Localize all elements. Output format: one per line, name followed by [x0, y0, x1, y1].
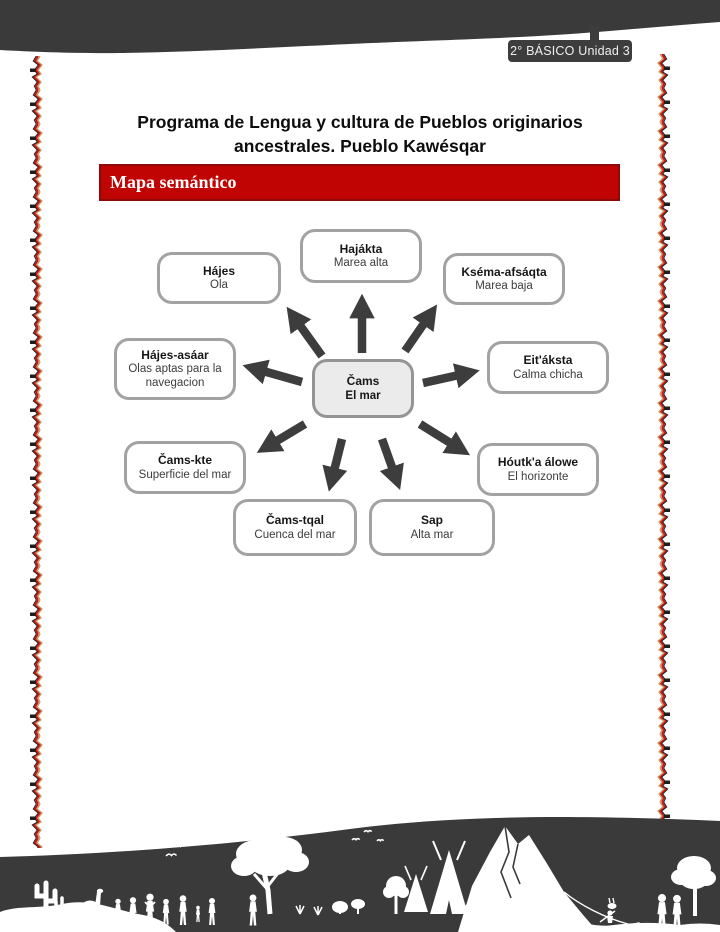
node-translation: Calma chicha [513, 368, 583, 381]
badge-connector [590, 26, 599, 44]
node-eitaksta: Eit'áksta Calma chicha [487, 341, 609, 394]
cactus-small-icon [54, 896, 64, 916]
arrow-to-hajes-asaar [242, 359, 304, 387]
node-term: Sap [420, 513, 443, 528]
large-tree-icon [231, 828, 309, 915]
llama-icon [82, 888, 104, 914]
node-term: Čams-kte [157, 453, 213, 468]
node-translation: Marea baja [475, 280, 533, 293]
node-term: Hájes [202, 263, 236, 278]
tipi-large-icon [430, 840, 468, 914]
arrow-to-hajes [286, 306, 326, 359]
node-translation: Ola [210, 279, 228, 292]
node-term: Hájes-asáar [141, 347, 209, 362]
node-ksema-afsaqta: Kséma-afsáqta Marea baja [443, 253, 565, 305]
node-hajes-asaar: Hájes-asáar Olas aptas para la navegacio… [114, 338, 236, 400]
node-hajes: Hájes Ola [157, 252, 281, 304]
arrow-to-ksema [401, 304, 438, 354]
arrow-to-houtka [417, 420, 471, 456]
node-translation: El mar [345, 389, 381, 402]
node-translation: Marea alta [333, 257, 389, 270]
footer-silhouette-scene [0, 817, 720, 932]
arrow-to-eitaksta [422, 363, 480, 389]
node-cams-kte: Čams-kte Superficie del mar [124, 441, 246, 494]
node-term: Hajákta [339, 241, 383, 256]
node-term: Kséma-afsáqta [461, 264, 547, 279]
bush-icon [332, 899, 365, 914]
node-cams-tqal: Čams-tqal Cuenca del mar [233, 499, 357, 556]
arrow-to-sap [377, 437, 404, 491]
node-translation: El horizonte [507, 470, 569, 483]
tipi-small-icon [404, 865, 428, 912]
arrow-to-cams-tqal [322, 437, 348, 492]
node-translation: Olas aptas para la navegacion [128, 363, 222, 390]
node-term: Hóutk'a álowe [497, 455, 579, 470]
node-term: Čams-tqal [265, 513, 324, 528]
zigzag-border-left [28, 56, 46, 848]
section-banner: Mapa semántico [99, 164, 620, 201]
node-houtka-alowe: Hóutk'a álowe El horizonte [477, 443, 599, 496]
mountains-icon [458, 825, 629, 932]
node-translation: Alta mar [410, 528, 454, 541]
arrow-to-cams-kte [256, 420, 308, 453]
top-band [0, 0, 720, 54]
node-term: Eit'áksta [523, 353, 573, 368]
rabbit-icon [607, 897, 617, 909]
node-translation: Superficie del mar [138, 468, 232, 481]
section-banner-label: Mapa semántico [110, 172, 237, 192]
node-hajakta: Hajákta Marea alta [300, 229, 422, 283]
node-sap: Sap Alta mar [369, 499, 495, 556]
node-term: Čams [346, 374, 380, 389]
bird-icon [165, 829, 385, 857]
radial-arrows [242, 293, 480, 492]
page-title-line2: ancestrales. Pueblo Kawésqar [234, 136, 486, 156]
page-title: Programa de Lengua y cultura de Pueblos … [60, 110, 660, 158]
zigzag-border-right [654, 54, 672, 822]
small-tree-icon [383, 876, 409, 914]
unit-badge: 2° BÁSICO Unidad 3 [508, 40, 632, 62]
node-center-cams: Čams El mar [312, 359, 414, 418]
right-tree-icon [671, 856, 716, 916]
canoe-icon [583, 910, 640, 930]
page-title-line1: Programa de Lengua y cultura de Pueblos … [137, 112, 583, 132]
node-translation: Cuenca del mar [254, 528, 336, 541]
